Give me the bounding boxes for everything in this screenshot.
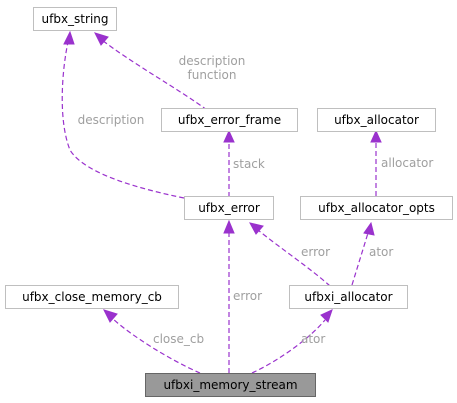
node-ufbx-error[interactable]: ufbx_error — [184, 196, 274, 220]
node-box — [161, 108, 298, 132]
arrow-opts-to-allocator — [370, 129, 382, 143]
node-label: ufbx_string — [42, 12, 109, 26]
node-box — [289, 285, 408, 309]
edge-stream-to-close — [111, 317, 201, 374]
node-label: ufbx_error_frame — [178, 113, 281, 127]
edge-ialloc-to-opts — [351, 232, 369, 286]
edge-label-ialloc-opts: ator — [369, 245, 393, 259]
arrow-stream-to-ialloc — [320, 309, 333, 323]
arrow-stream-to-error — [223, 219, 235, 234]
node-ufbx-allocator-opts[interactable]: ufbx_allocator_opts — [300, 196, 453, 220]
edge-label-error-frame: stack — [233, 157, 265, 171]
node-label: ufbx_allocator_opts — [318, 201, 435, 215]
edges — [61, 30, 382, 374]
node-label: ufbx_allocator — [334, 113, 419, 127]
node-box — [317, 108, 436, 132]
node-label: ufbx_error — [198, 201, 260, 215]
arrow-error-to-string — [63, 30, 75, 45]
node-box — [300, 196, 453, 220]
edge-label-opts-allocator: allocator — [381, 156, 433, 170]
edge-ialloc-to-error — [257, 229, 331, 287]
node-label: ufbxi_memory_stream — [163, 378, 297, 392]
node-box — [5, 285, 179, 309]
edge-label-stream-ialloc: ator — [301, 332, 325, 346]
arrow-stream-to-close — [103, 309, 118, 323]
node-box — [33, 7, 117, 31]
arrow-error-to-frame — [223, 129, 235, 143]
node-ufbx-close-memory-cb[interactable]: ufbx_close_memory_cb — [5, 285, 179, 309]
edge-stream-to-ialloc — [251, 319, 326, 374]
arrow-ialloc-to-error — [249, 222, 264, 235]
arrow-frame-to-string — [94, 32, 109, 46]
node-ufbxi-allocator[interactable]: ufbxi_allocator — [289, 285, 408, 309]
node-ufbx-allocator[interactable]: ufbx_allocator — [317, 108, 436, 132]
edge-label-stream-error: error — [233, 289, 262, 303]
node-box — [184, 196, 274, 220]
edge-label-stream-close: close_cb — [153, 332, 204, 346]
edge-label-frame-string-2: function — [187, 68, 236, 82]
edge-label-frame-string-1: description — [179, 54, 246, 68]
edge-labels: description function description stack a… — [78, 54, 434, 346]
edge-frame-to-string — [101, 39, 208, 111]
node-ufbx-error-frame[interactable]: ufbx_error_frame — [161, 108, 298, 132]
node-ufbx-string[interactable]: ufbx_string — [33, 7, 117, 31]
edge-label-ialloc-error: error — [301, 245, 330, 259]
node-box-focus — [145, 373, 316, 397]
arrow-ialloc-to-opts — [363, 221, 375, 236]
edge-error-to-string — [61, 41, 185, 199]
edge-label-error-string: description — [78, 113, 145, 127]
node-ufbxi-memory-stream[interactable]: ufbxi_memory_stream — [145, 373, 316, 397]
node-label: ufbxi_allocator — [304, 290, 392, 304]
node-label: ufbx_close_memory_cb — [22, 290, 162, 304]
